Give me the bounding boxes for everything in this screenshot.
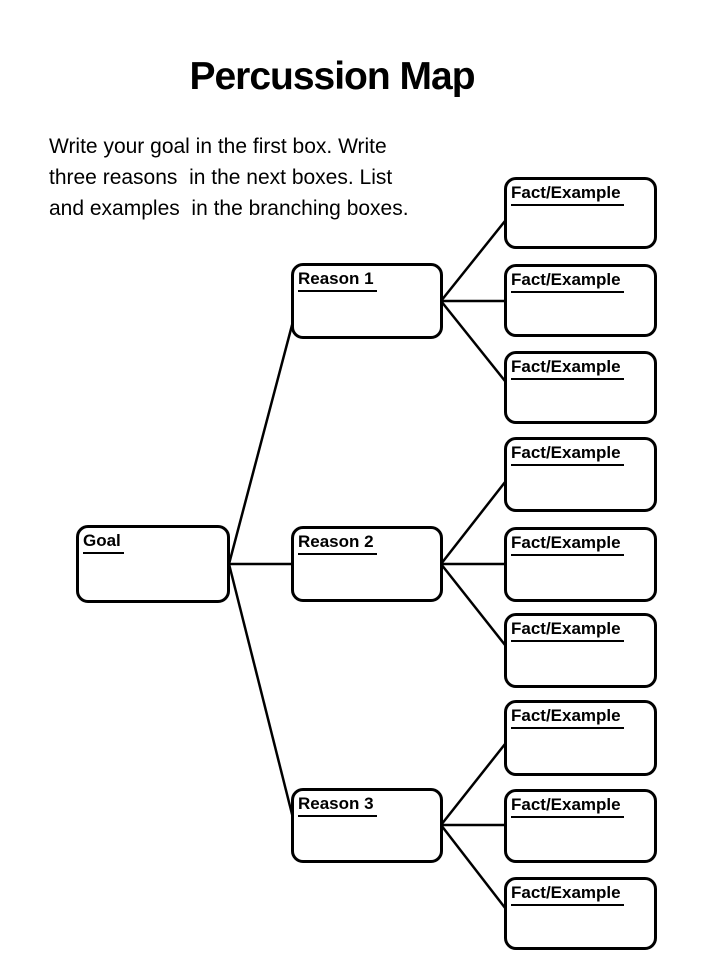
- fact-box-8[interactable]: Fact/Example: [504, 789, 657, 863]
- fact-box-3[interactable]: Fact/Example: [504, 351, 657, 424]
- page-title: Percussion Map: [189, 55, 475, 98]
- fact-box-7[interactable]: Fact/Example: [504, 700, 657, 776]
- fact-box-6[interactable]: Fact/Example: [504, 613, 657, 688]
- fact-label-5: Fact/Example: [511, 532, 624, 556]
- connector-reason3-fact9: [440, 824, 510, 914]
- reason-2-label: Reason 2: [298, 531, 377, 555]
- fact-label-8: Fact/Example: [511, 794, 624, 818]
- fact-label-1: Fact/Example: [511, 182, 624, 206]
- goal-label: Goal: [83, 530, 124, 554]
- fact-label-4: Fact/Example: [511, 442, 624, 466]
- goal-box[interactable]: Goal: [76, 525, 230, 603]
- fact-box-2[interactable]: Fact/Example: [504, 264, 657, 337]
- connector-reason2-fact6: [440, 563, 510, 651]
- instructions-text: Write your goal in the first box. Write …: [49, 135, 409, 220]
- fact-label-7: Fact/Example: [511, 705, 624, 729]
- reason-3-label: Reason 3: [298, 793, 377, 817]
- fact-label-2: Fact/Example: [511, 269, 624, 293]
- fact-box-1[interactable]: Fact/Example: [504, 177, 657, 249]
- connector-reason1-fact1: [440, 215, 510, 302]
- fact-box-9[interactable]: Fact/Example: [504, 877, 657, 950]
- reason-1-box[interactable]: Reason 1: [291, 263, 443, 339]
- connector-reason3-fact7: [440, 738, 510, 826]
- fact-box-4[interactable]: Fact/Example: [504, 437, 657, 512]
- connector-goal-reason1: [227, 309, 298, 565]
- connector-goal-reason3: [227, 563, 298, 831]
- fact-box-5[interactable]: Fact/Example: [504, 527, 657, 602]
- reason-3-box[interactable]: Reason 3: [291, 788, 443, 863]
- reason-1-label: Reason 1: [298, 268, 377, 292]
- reason-2-box[interactable]: Reason 2: [291, 526, 443, 602]
- fact-label-3: Fact/Example: [511, 356, 624, 380]
- fact-label-6: Fact/Example: [511, 618, 624, 642]
- connector-reason1-fact3: [440, 300, 510, 387]
- connector-reason2-fact4: [440, 476, 510, 565]
- fact-label-9: Fact/Example: [511, 882, 624, 906]
